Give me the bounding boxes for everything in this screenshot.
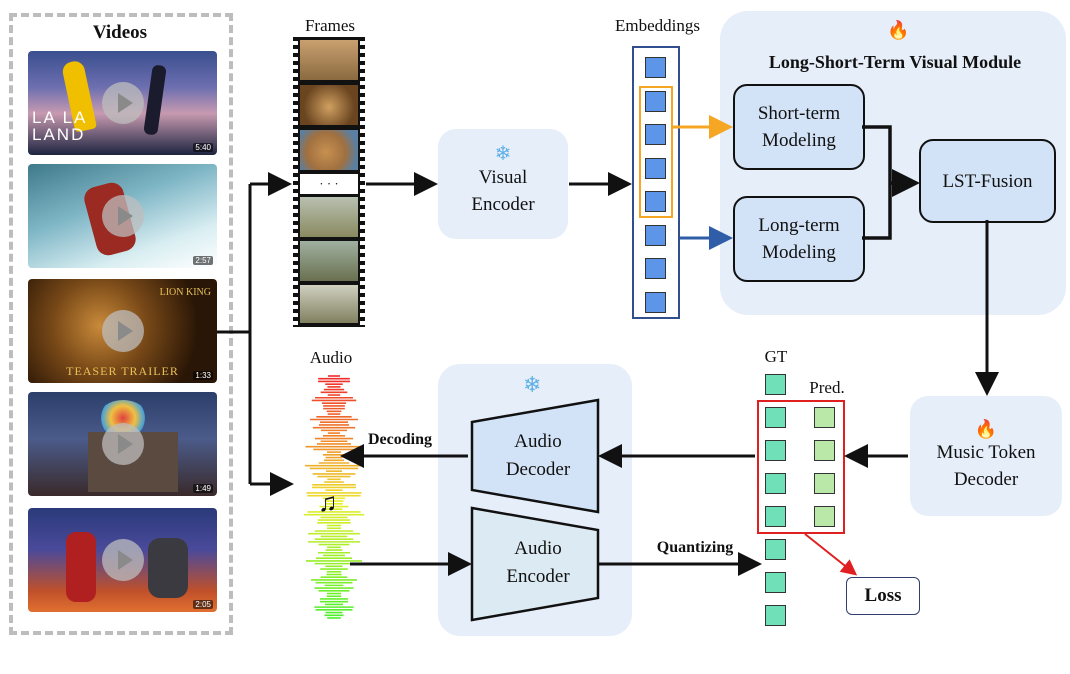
video-thumbnail-ironman[interactable]: 2:57 [28, 164, 217, 268]
embedding-token [645, 124, 666, 145]
gt-token [765, 440, 786, 461]
video-duration: 5:40 [193, 143, 213, 152]
frame-image [300, 197, 358, 237]
embedding-token [645, 191, 666, 212]
pred-token [814, 506, 835, 527]
videos-branch-connector [217, 172, 294, 496]
pred-token [814, 473, 835, 494]
fire-icon: 🔥 [887, 20, 910, 40]
loss-box: Loss [846, 577, 920, 615]
embeddings-title: Embeddings [615, 16, 700, 35]
filmstrip: · · · [293, 37, 365, 327]
audio-decoder-text: Decoder [505, 459, 571, 480]
lst-fusion: LST-Fusion [919, 139, 1056, 223]
short-term-label: Short-term [757, 103, 841, 124]
short-term-window [639, 86, 673, 218]
frame-image [300, 85, 358, 125]
embedding-token [645, 291, 666, 313]
gt-token [765, 539, 786, 560]
videos-title: Videos [92, 22, 148, 43]
pred-token [814, 440, 835, 461]
video-thumbnail-coco[interactable]: 2:05 [28, 508, 217, 612]
video-logo: LION KING [159, 287, 211, 298]
embedding-token [645, 90, 666, 112]
visual-encoder-label: Encoder [471, 194, 535, 215]
video-duration: 2:57 [193, 256, 213, 265]
video-duration: 2:05 [193, 600, 213, 609]
audio-decoder-text: Audio [514, 431, 562, 452]
audio-decoder-shape [470, 398, 600, 514]
video-thumbnail-lalaland[interactable]: LA LA LAND 5:40 [28, 51, 217, 155]
play-icon [101, 539, 144, 581]
quantizing-label: Quantizing [656, 539, 734, 556]
visual-encoder-label: Visual [478, 167, 528, 188]
embedding-token [645, 258, 666, 279]
frame-image [300, 130, 358, 170]
gt-token [765, 605, 786, 626]
gt-token [765, 473, 786, 494]
fire-icon: 🔥 [974, 419, 998, 439]
audio-encoder-text: Audio [514, 538, 562, 559]
lst-fusion-label: LST-Fusion [942, 170, 1033, 192]
embedding-token [645, 157, 666, 179]
play-icon [101, 82, 144, 124]
music-decoder-label: Decoder [953, 469, 1019, 490]
embedding-token [645, 224, 666, 246]
audio-encoder-text: Encoder [506, 566, 570, 587]
pred-token [814, 407, 835, 428]
play-icon [101, 195, 144, 237]
video-duration: 1:33 [193, 371, 213, 380]
play-icon [101, 310, 144, 352]
audio-waveform [294, 372, 374, 622]
music-token-decoder: 🔥 Music Token Decoder [910, 396, 1062, 516]
music-note-icon: ♫ [318, 488, 338, 517]
waveform-svg [303, 375, 365, 619]
video-duration: 1:49 [193, 484, 213, 493]
music-decoder-label: Music Token [936, 442, 1036, 463]
audio-decoder-label: Audio Decoder [488, 428, 588, 484]
gt-token [765, 506, 786, 527]
audio-encoder-shape [470, 506, 600, 622]
video-thumbnail-lionking[interactable]: LION KING TEASER TRAILER 1:33 [28, 279, 217, 383]
audio-encoder-label: Audio Encoder [488, 535, 588, 591]
gt-token [765, 374, 786, 395]
visual-encoder: ❄ Visual Encoder [438, 129, 568, 239]
long-term-modeling: Long-term Modeling [733, 196, 865, 282]
lst-module-title: Long-Short-Term Visual Module [768, 52, 1022, 72]
audio-title: Audio [309, 348, 353, 367]
video-caption: LA LA LAND [32, 108, 88, 144]
short-term-label: Modeling [762, 130, 836, 151]
frame-image [300, 40, 358, 80]
play-icon [101, 423, 144, 465]
frame-image [300, 285, 358, 323]
videos-panel [9, 13, 233, 635]
frame-image [300, 241, 358, 281]
fusion-connector [862, 125, 920, 240]
frames-ellipsis: · · · [300, 174, 358, 194]
snowflake-icon: ❄ [523, 372, 542, 397]
gt-token [765, 407, 786, 428]
long-term-label: Modeling [762, 242, 836, 263]
loss-label: Loss [864, 585, 902, 606]
embeddings-column [632, 46, 680, 319]
frames-title: Frames [304, 16, 356, 35]
video-caption: TEASER TRAILER [66, 364, 179, 378]
video-thumbnail-up[interactable]: 1:49 [28, 392, 217, 496]
gt-token [765, 572, 786, 593]
short-term-modeling: Short-term Modeling [733, 84, 865, 170]
gt-label: GT [764, 347, 788, 366]
loss-arrow [804, 533, 858, 576]
long-term-label: Long-term [758, 215, 840, 236]
snowflake-icon: ❄ [494, 143, 512, 165]
decoding-label: Decoding [368, 431, 432, 448]
pred-label: Pred. [809, 378, 845, 397]
embedding-token [645, 57, 666, 78]
